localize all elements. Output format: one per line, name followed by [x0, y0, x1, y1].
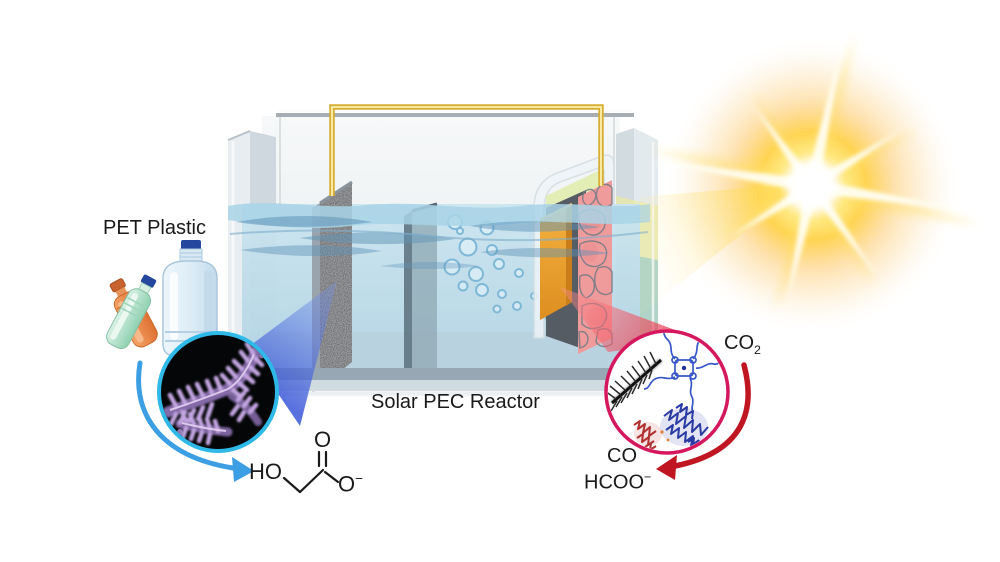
- green-bottle: [106, 274, 157, 349]
- wire-icon: [329, 104, 604, 196]
- cathode-catalysts-inset: [604, 329, 730, 455]
- anode-zoom-beam: [247, 281, 337, 426]
- sun-icon: [640, 34, 983, 336]
- co2-label: CO2: [724, 332, 761, 357]
- anode-micrograph-icon: [157, 331, 279, 453]
- glycolate-structure-bonds: [282, 450, 340, 494]
- enzyme-icon: [633, 403, 709, 451]
- co2-to-products-arrow: [656, 362, 751, 480]
- formate-label: HCOO−: [584, 470, 652, 494]
- tank-front-base: [246, 368, 640, 396]
- pet-plastic-label: PET Plastic: [103, 217, 206, 239]
- glycolate-carbonyl-o-label: O: [314, 427, 332, 452]
- water-surface: [228, 203, 650, 269]
- glycolate-ho-label: HO: [249, 459, 282, 484]
- co-label: CO: [607, 445, 637, 467]
- pet-to-glycolate-arrow: [136, 360, 254, 482]
- reactor-label: Solar PEC Reactor: [371, 391, 540, 413]
- nanowire-sem-icon: [608, 351, 663, 412]
- membrane-separator: [404, 202, 438, 387]
- glycolate-carboxylate-label: O−: [338, 471, 364, 497]
